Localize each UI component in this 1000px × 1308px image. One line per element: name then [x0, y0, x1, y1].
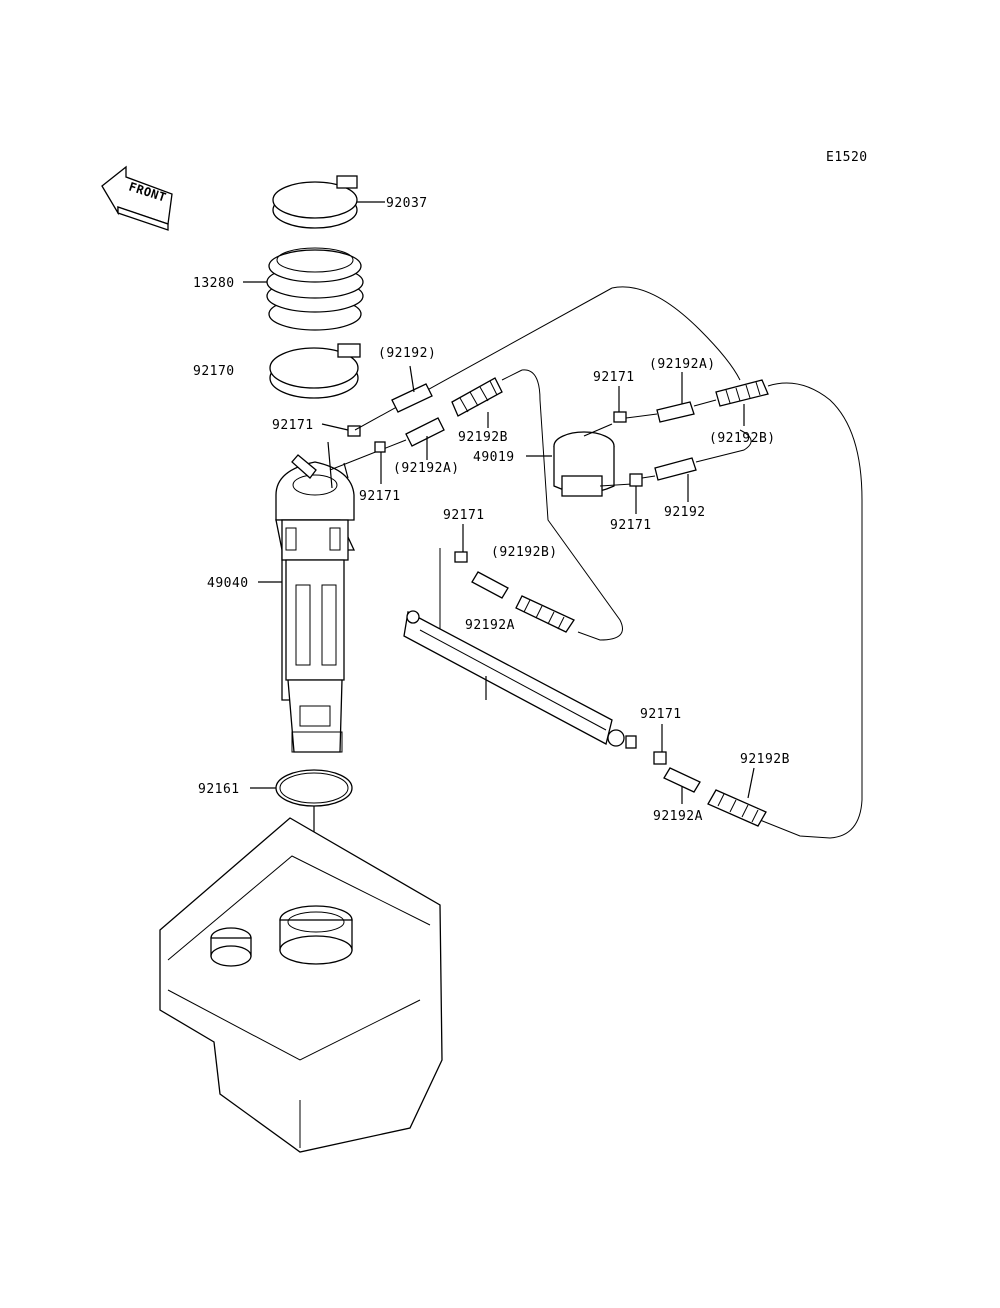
- sleeve-13280: [266, 247, 364, 331]
- callout-92192A-bottom: 92192A: [653, 809, 703, 824]
- callout-92192-right: 92192: [664, 505, 706, 520]
- fuel-tank: [159, 817, 443, 1153]
- clip-92171-topright: [613, 411, 627, 423]
- spring-92192B-bottom: [707, 789, 767, 827]
- hose-92192-right: [654, 457, 697, 481]
- callout-92192B-paren-right: (92192B): [709, 431, 776, 446]
- callout-49019: 49019: [473, 450, 515, 465]
- callout-92192B-paren-mid: (92192B): [491, 545, 558, 560]
- fuel-pump-49040: [275, 441, 356, 753]
- o-ring-92161: [275, 769, 353, 807]
- hose-92192B-mid: [471, 571, 509, 599]
- spring-92192B-top: [451, 377, 503, 417]
- spring-92192B-right: [715, 379, 769, 407]
- hose-92192A-bottom: [663, 767, 701, 793]
- callout-92192-paren-top: (92192): [378, 346, 436, 361]
- spring-92192A-mid: [515, 595, 575, 633]
- callout-92171-right-low: 92171: [610, 518, 652, 533]
- callout-92037: 92037: [386, 196, 428, 211]
- callout-92171-topright: 92171: [593, 370, 635, 385]
- callout-92192A-paren-right: (92192A): [649, 357, 716, 372]
- front-arrow-icon: FRONT: [101, 165, 173, 231]
- clip-92171-left: [347, 425, 361, 437]
- callout-49040: 49040: [207, 576, 249, 591]
- hose-92192A-right: [656, 401, 695, 423]
- fuel-filter-49019: [553, 423, 633, 497]
- callout-92192A-mid: 92192A: [465, 618, 515, 633]
- callout-92161: 92161: [198, 782, 240, 797]
- diagram-code: E1520: [826, 150, 868, 165]
- callout-92170: 92170: [193, 364, 235, 379]
- callout-92171-left2: 92171: [359, 489, 401, 504]
- clip-92171-right-low: [629, 473, 643, 487]
- callout-92192B-top: 92192B: [458, 430, 508, 445]
- callout-13280: 13280: [193, 276, 235, 291]
- clip-92171-mid: [454, 551, 468, 563]
- clamp-92037: [272, 175, 358, 229]
- callout-92192B-bottom: 92192B: [740, 752, 790, 767]
- hose-92192-top: [391, 383, 433, 413]
- clip-92171-bottom: [653, 751, 667, 765]
- clamp-92170: [269, 343, 361, 399]
- hose-92192A-left: [405, 417, 445, 447]
- callout-92171-left: 92171: [272, 418, 314, 433]
- clip-92171-left2: [374, 441, 386, 453]
- callout-92171-mid: 92171: [443, 508, 485, 523]
- throttle-body: [403, 610, 637, 749]
- callout-92192A-paren-left: (92192A): [393, 461, 460, 476]
- callout-92171-bottom: 92171: [640, 707, 682, 722]
